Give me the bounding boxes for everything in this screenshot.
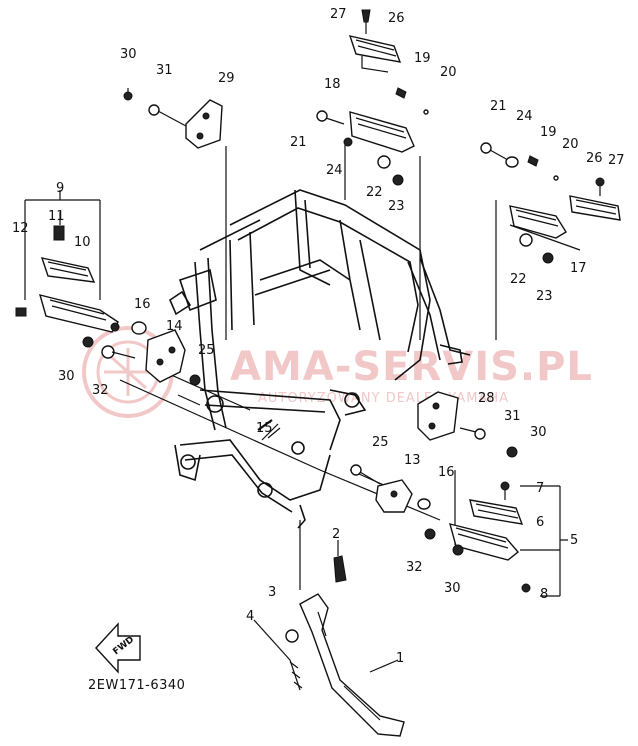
footrest-bracket-lower <box>449 523 520 561</box>
callout-12: 12 <box>12 221 29 236</box>
left-mount-group <box>131 321 201 386</box>
callout-11: 11 <box>48 209 65 224</box>
callout-21-right: 21 <box>490 99 507 114</box>
side-stand-group <box>253 419 405 737</box>
callout-19-right: 19 <box>540 125 557 140</box>
bracket-plate-right <box>417 391 459 441</box>
bracket-plate <box>185 99 223 149</box>
lower-right-footrest-group <box>449 481 568 597</box>
callout-5: 5 <box>570 533 578 548</box>
callout-32-right: 32 <box>406 560 423 575</box>
callout-30-upper-left: 30 <box>120 47 137 62</box>
callout-21-top: 21 <box>290 135 307 150</box>
forward-direction-arrow: FWD <box>95 622 141 674</box>
stand-bolt <box>333 555 347 583</box>
callout-30-right: 30 <box>530 425 547 440</box>
callout-29: 29 <box>218 71 235 86</box>
callout-31-upper-left: 31 <box>156 63 173 78</box>
callout-27-top: 27 <box>330 7 347 22</box>
callout-8: 8 <box>540 587 548 602</box>
callout-24-right: 24 <box>516 109 533 124</box>
callout-24-top: 24 <box>326 163 343 178</box>
callout-14: 14 <box>166 319 183 334</box>
callout-27-right: 27 <box>608 153 625 168</box>
callout-7: 7 <box>536 481 544 496</box>
callout-17: 17 <box>570 261 587 276</box>
callout-3: 3 <box>268 585 276 600</box>
footrest-bracket-top <box>349 111 415 153</box>
callout-23-top: 23 <box>388 199 405 214</box>
callout-16-left: 16 <box>134 297 151 312</box>
footrest-rubber-right <box>569 195 621 221</box>
callout-26-right: 26 <box>586 151 603 166</box>
callout-26-top: 26 <box>388 11 405 26</box>
top-center-footrest-group <box>316 9 429 186</box>
callout-15: 15 <box>256 421 273 436</box>
callout-22-right: 22 <box>510 272 527 287</box>
callout-6: 6 <box>536 515 544 530</box>
callout-19-top: 19 <box>414 51 431 66</box>
callout-25-right: 25 <box>372 435 389 450</box>
callout-13: 13 <box>404 453 421 468</box>
callout-1: 1 <box>396 651 404 666</box>
bolt-icon <box>53 225 65 241</box>
callout-10: 10 <box>74 235 91 250</box>
callout-25-left: 25 <box>198 343 215 358</box>
callout-30-bottom: 30 <box>444 581 461 596</box>
callout-2: 2 <box>332 527 340 542</box>
callout-20-top: 20 <box>440 65 457 80</box>
right-middle-plate-group <box>417 391 518 458</box>
side-stand-leg <box>299 593 405 737</box>
footrest-holder <box>145 329 186 383</box>
callout-16-right: 16 <box>438 465 455 480</box>
diagram-part-code: 2EW171-6340 <box>88 678 185 693</box>
right-lower-mount-group <box>350 464 436 540</box>
callout-22-top: 22 <box>366 185 383 200</box>
callout-23-right: 23 <box>536 289 553 304</box>
callout-31-right: 31 <box>504 409 521 424</box>
upper-left-plate-group <box>123 88 223 149</box>
footrest-bracket-right <box>509 205 567 239</box>
footrest-rubber-top <box>348 35 402 63</box>
callout-30-left: 30 <box>58 369 75 384</box>
callout-32-left: 32 <box>92 383 109 398</box>
arrow-icon <box>95 622 141 674</box>
callout-9: 9 <box>56 181 64 196</box>
rear-left-footrest-group <box>15 190 136 359</box>
callout-28: 28 <box>478 391 495 406</box>
right-upper-footrest-group <box>480 142 621 264</box>
frame-assembly <box>169 189 471 529</box>
watermark-sub-text: AUTORYZOWANY DEALER YAMAHA <box>258 391 509 406</box>
callout-18: 18 <box>324 77 341 92</box>
callout-20-right: 20 <box>562 137 579 152</box>
callout-4: 4 <box>246 609 254 624</box>
callout-labels: 27 26 30 31 29 19 20 18 21 24 21 19 20 2… <box>12 7 625 666</box>
footrest-rubber <box>40 257 96 283</box>
